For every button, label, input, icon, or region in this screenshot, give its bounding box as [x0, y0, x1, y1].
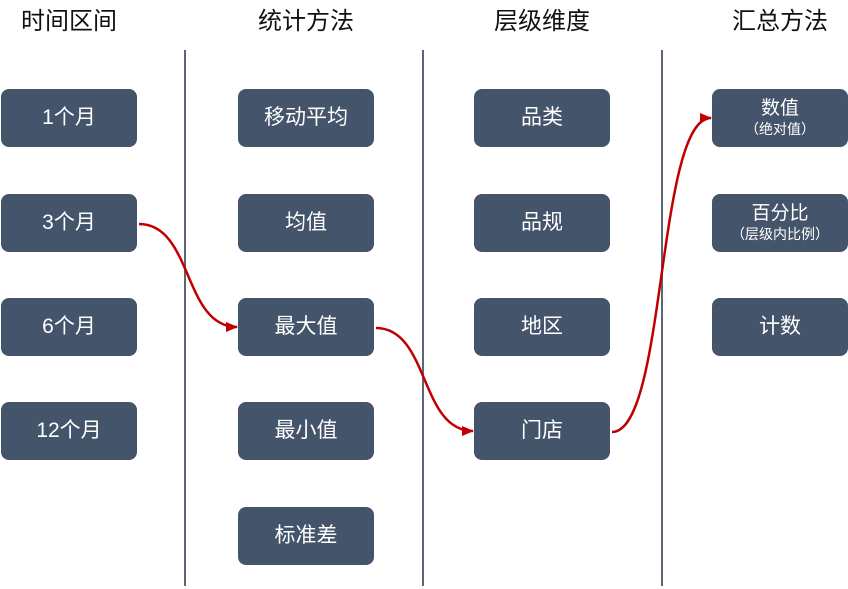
hierarchy-dimension-box: 地区: [474, 298, 610, 356]
aggregation-method-box: 计数: [712, 298, 848, 356]
statistic-method-box: 均值: [238, 194, 374, 252]
box-label: 百分比: [751, 203, 809, 224]
column-divider: [422, 50, 424, 586]
time-range-box: 6个月: [1, 298, 137, 356]
hierarchy-dimension-box: 品规: [474, 194, 610, 252]
box-label: 门店: [521, 419, 563, 442]
box-sublabel: （绝对值）: [745, 121, 815, 137]
hierarchy-dimension-box: 品类: [474, 89, 610, 147]
connector-arrow: [375, 326, 474, 436]
aggregation-method-box: 百分比 （层级内比例）: [712, 194, 848, 252]
box-label: 地区: [521, 315, 563, 338]
box-label: 品类: [521, 106, 563, 129]
box-label: 12个月: [36, 419, 102, 442]
box-label: 3个月: [42, 211, 96, 234]
box-label: 均值: [285, 211, 327, 234]
statistic-method-box: 标准差: [238, 507, 374, 565]
header-statistic-method: 统计方法: [258, 8, 354, 35]
box-label: 标准差: [274, 524, 338, 547]
box-label: 1个月: [42, 106, 96, 129]
header-hierarchy-dimension: 层级维度: [494, 8, 590, 35]
statistic-method-box: 最大值: [238, 298, 374, 356]
box-label: 数值: [760, 98, 799, 119]
box-sublabel: （层级内比例）: [731, 226, 829, 242]
box-label: 移动平均: [264, 106, 348, 129]
hierarchy-dimension-box: 门店: [474, 402, 610, 460]
connector-arrows: [138, 113, 712, 436]
time-range-box: 12个月: [1, 402, 137, 460]
time-range-box: 1个月: [1, 89, 137, 147]
box-label: 6个月: [42, 315, 96, 338]
header-time-range: 时间区间: [21, 8, 117, 35]
time-range-box: 3个月: [1, 194, 137, 252]
column-divider: [184, 50, 186, 586]
box-label: 品规: [521, 211, 563, 234]
box-label: 计数: [759, 315, 801, 338]
header-aggregation-method: 汇总方法: [732, 8, 828, 35]
column-divider: [661, 50, 663, 586]
statistic-method-box: 最小值: [238, 402, 374, 460]
aggregation-method-box: 数值 （绝对值）: [712, 89, 848, 147]
connector-arrow: [138, 222, 238, 332]
box-label: 最小值: [274, 419, 338, 442]
box-label: 最大值: [274, 315, 338, 338]
statistic-method-box: 移动平均: [238, 89, 374, 147]
